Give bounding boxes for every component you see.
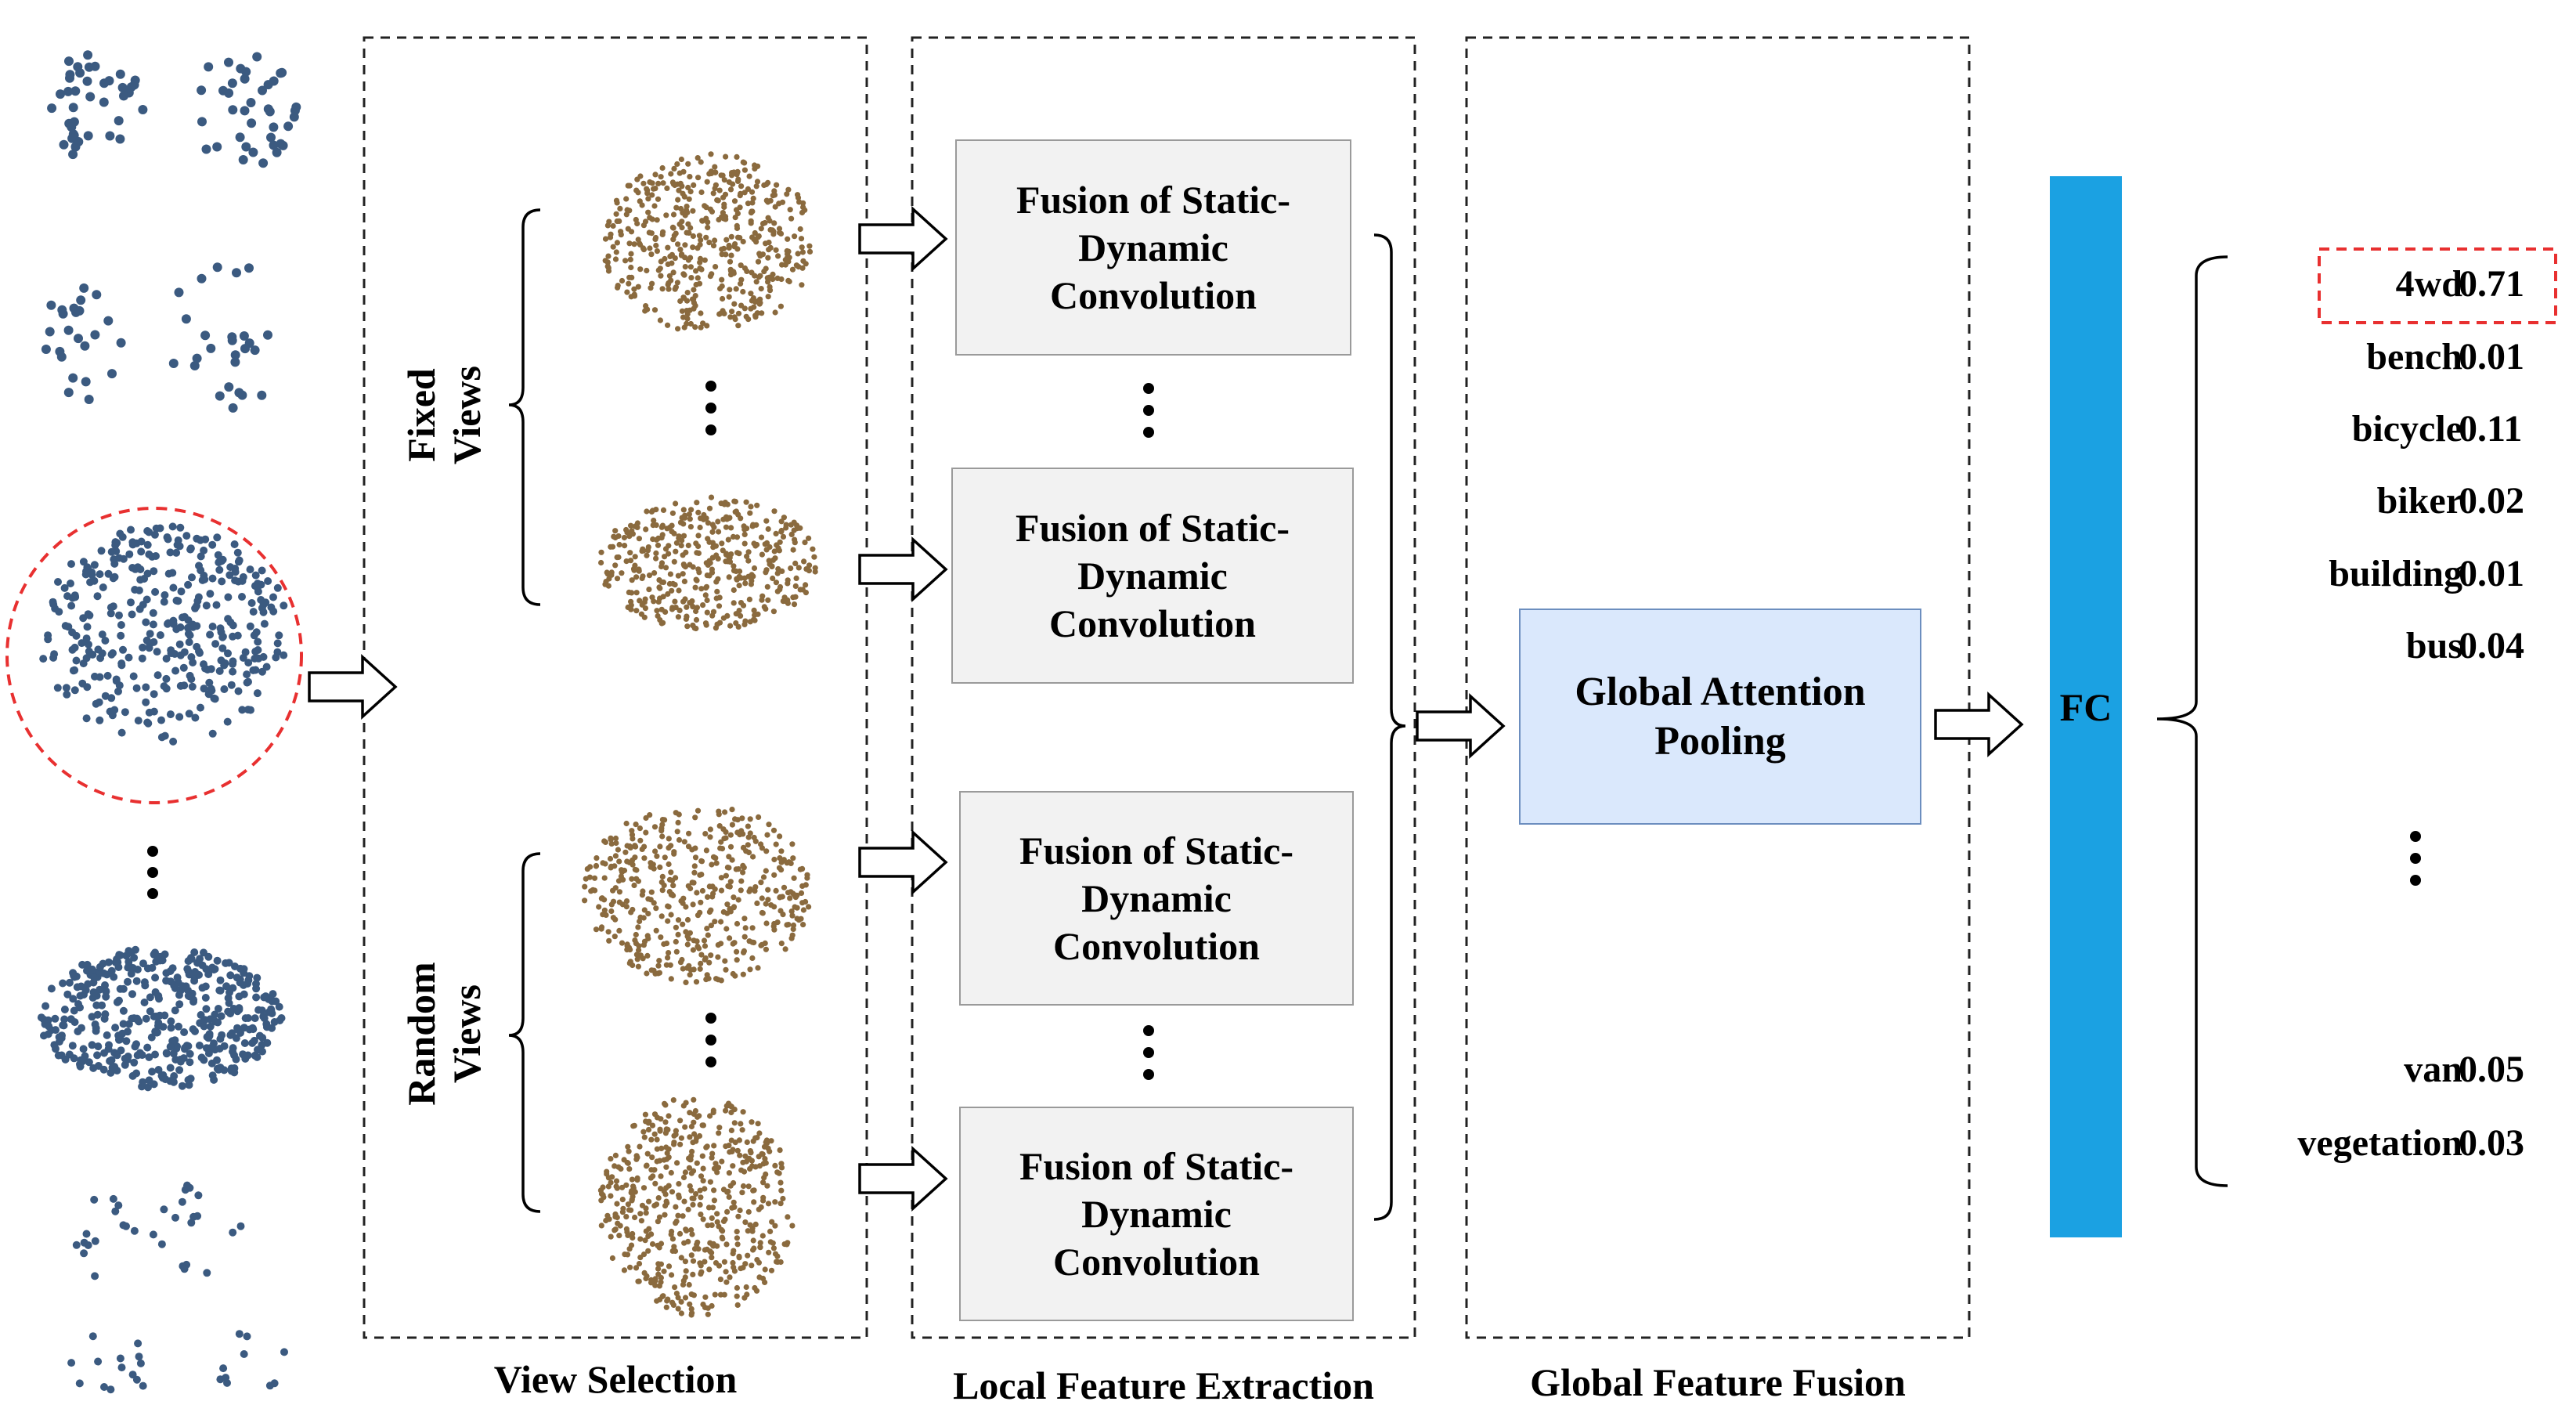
- input-cloud-2a: [41, 283, 126, 404]
- input-point-clouds: [37, 50, 301, 1394]
- class-name: biker: [2376, 480, 2462, 522]
- conv-block-4-line2: Dynamic: [1081, 1191, 1232, 1236]
- brace-conv-outputs: [1373, 233, 1406, 1221]
- input-cloud-5c: [67, 1332, 147, 1394]
- global-attention-pooling-block: Global Attention Pooling: [1519, 609, 1921, 825]
- input-cloud-2b: [168, 262, 272, 413]
- brace-class-list: [2156, 255, 2228, 1187]
- random-views-label: Random Views: [399, 952, 501, 1116]
- class-score: 0.05: [2459, 1049, 2524, 1090]
- conv-block-3-line1: Fusion of Static-: [1019, 828, 1293, 872]
- arrow-view-to-conv-4: [858, 1146, 948, 1212]
- class-score: 0.04: [2459, 625, 2524, 666]
- arrow-view-to-conv-3: [858, 829, 948, 895]
- pooling-line1: Global Attention: [1575, 669, 1866, 714]
- random-view-2: [597, 1096, 796, 1318]
- ellipsis-classes: [2410, 831, 2421, 886]
- class-name: van: [2404, 1049, 2462, 1090]
- conv-block-2: Fusion of Static- Dynamic Convolution: [951, 468, 1354, 684]
- conv-block-4-line3: Convolution: [1053, 1239, 1260, 1284]
- local-feature-frame: [911, 36, 1416, 1339]
- brace-fixed-views: [508, 208, 541, 606]
- conv-block-4: Fusion of Static- Dynamic Convolution: [959, 1107, 1354, 1321]
- conv-block-3: Fusion of Static- Dynamic Convolution: [959, 791, 1354, 1006]
- conv-block-2-line1: Fusion of Static-: [1016, 505, 1290, 550]
- section-label-view-selection: View Selection: [493, 1357, 738, 1401]
- ellipsis-random-views: [705, 1013, 716, 1067]
- input-cloud-4: [37, 945, 286, 1092]
- conv-block-1-line3: Convolution: [1050, 273, 1257, 317]
- section-label-local-feature: Local Feature Extraction: [953, 1363, 1374, 1407]
- class-name: 4wd: [2395, 263, 2462, 305]
- class-score: 0.11: [2459, 408, 2523, 450]
- selected-object-highlight: [5, 507, 303, 804]
- conv-block-2-line3: Convolution: [1049, 601, 1256, 645]
- conv-block-1-line2: Dynamic: [1078, 225, 1228, 269]
- fixed-view-1: [602, 151, 814, 332]
- fixed-view-2: [598, 494, 818, 632]
- brace-random-views: [508, 852, 541, 1213]
- class-name: bench: [2366, 336, 2462, 377]
- arrow-view-to-conv-2: [858, 536, 948, 602]
- section-label-global-feature: Global Feature Fusion: [1530, 1360, 1906, 1404]
- view-point-clouds: [582, 151, 818, 1318]
- input-cloud-5b: [149, 1181, 245, 1277]
- arrow-view-to-conv-1: [858, 206, 948, 272]
- fc-label: FC: [2059, 684, 2112, 729]
- random-views-label-line2: Views: [444, 984, 489, 1083]
- conv-block-2-line2: Dynamic: [1077, 553, 1228, 598]
- class-name: bus: [2405, 625, 2462, 666]
- class-name: vegetation: [2297, 1122, 2462, 1164]
- arrow-pooling-to-fc: [1934, 692, 2024, 757]
- conv-block-1: Fusion of Static- Dynamic Convolution: [955, 139, 1351, 356]
- class-name: bicycle: [2351, 408, 2462, 450]
- fixed-views-label-line1: Fixed: [399, 368, 443, 462]
- random-views-label-line1: Random: [399, 962, 443, 1106]
- fixed-views-label: Fixed Views: [399, 349, 501, 482]
- conv-block-3-line3: Convolution: [1053, 923, 1260, 968]
- conv-block-1-line1: Fusion of Static-: [1016, 177, 1290, 222]
- input-cloud-1b: [197, 52, 301, 168]
- flow-arrows: [308, 206, 2024, 1212]
- class-score: 0.03: [2459, 1122, 2524, 1164]
- random-view-1: [582, 807, 812, 985]
- input-cloud-5d: [216, 1330, 288, 1390]
- conv-block-3-line2: Dynamic: [1081, 876, 1232, 920]
- input-cloud-5a: [72, 1194, 139, 1280]
- ellipsis-input: [147, 846, 158, 899]
- ellipsis-conv-top: [1143, 383, 1154, 438]
- pooling-line2: Pooling: [1654, 719, 1786, 764]
- class-score: 0.71: [2459, 263, 2524, 305]
- class-name: building: [2329, 553, 2462, 594]
- global-feature-frame: [1465, 36, 1971, 1339]
- conv-block-4-line1: Fusion of Static-: [1019, 1143, 1293, 1188]
- view-selection-frame: [363, 36, 868, 1339]
- arrow-input-to-views: [308, 654, 398, 720]
- arrow-conv-to-pooling: [1416, 693, 1506, 759]
- input-cloud-1a: [47, 50, 148, 160]
- class-score: 0.02: [2459, 480, 2524, 522]
- ellipsis-fixed-views: [705, 381, 716, 435]
- ellipsis-conv-bottom: [1143, 1025, 1154, 1080]
- class-score: 0.01: [2459, 553, 2524, 594]
- input-cloud-3: [39, 522, 288, 746]
- fixed-views-label-line2: Views: [444, 366, 489, 464]
- fc-layer: FC: [2050, 176, 2122, 1237]
- class-score: 0.01: [2459, 336, 2524, 377]
